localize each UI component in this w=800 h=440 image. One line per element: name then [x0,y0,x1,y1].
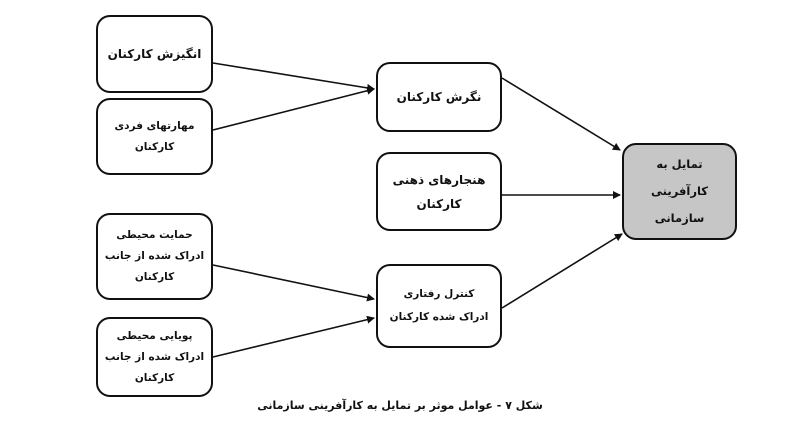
box-text: سازمانی [654,211,705,225]
box-individual-skills: مهارتهای فردی کارکنان [96,98,213,175]
box-employee-motivation: انگیزش کارکنان [96,15,213,93]
box-organizational-entrepreneurship-intention: تمایل به کارآفرینی سازمانی [622,143,737,240]
box-perceived-behavioral-control: کنترل رفتاری ادراک شده کارکنان [376,264,502,348]
box-text: نگرش کارکنان [396,90,482,104]
box-text: پویایی محیطی [116,329,193,342]
box-perceived-environmental-dynamism: پویایی محیطی ادراک شده از جانب کارکنان [96,317,213,397]
box-text: ادراک شده از جانب [104,250,205,262]
box-text: کارکنان [134,271,175,283]
arrow-motivation-to-attitude [212,62,375,92]
box-text: ادراک شده کارکنان [389,311,489,323]
box-text: مهارتهای فردی [114,119,195,132]
box-text: انگیزش کارکنان [107,47,202,61]
arrow-env-support-to-control [212,264,375,302]
box-text: حمایت محیطی [116,229,193,241]
box-text: کارکنان [134,140,175,153]
box-text: تمایل به [656,157,703,171]
box-text: هنجارهای ذهنی [392,172,486,187]
box-text: کارآفرینی [651,184,708,198]
arrow-env-dynamism-to-control [212,315,375,358]
box-text: کارکنان [416,196,462,211]
figure-caption: شکل ۷ - عوامل موثر بر تمایل به کارآفرینی… [257,399,543,412]
arrow-skills-to-attitude [212,86,375,131]
box-text: کنترل رفتاری [403,288,475,300]
box-subjective-norms: هنجارهای ذهنی کارکنان [376,152,502,231]
box-text: کارکنان [134,371,175,384]
box-text: ادراک شده از جانب [104,350,205,363]
box-employee-attitude: نگرش کارکنان [376,62,502,132]
box-perceived-environmental-support: حمایت محیطی ادراک شده از جانب کارکنان [96,213,213,300]
arrow-control-to-intention [501,233,623,309]
arrow-attitude-to-intention [501,77,621,151]
